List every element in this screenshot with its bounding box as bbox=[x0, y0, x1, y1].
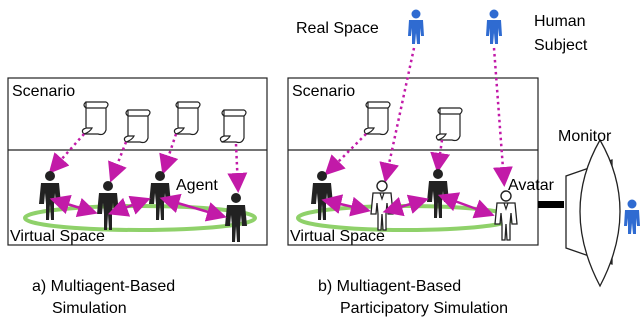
left-agent-3 bbox=[149, 171, 171, 220]
monitor-cable bbox=[538, 201, 564, 208]
right-avatar-2 bbox=[494, 190, 518, 241]
real-space-human-icon-2 bbox=[486, 9, 502, 44]
avatar-label: Avatar bbox=[508, 177, 555, 194]
left-panel-frame bbox=[7, 77, 268, 246]
human-subject-label-line1: Human bbox=[534, 13, 586, 30]
right-caption-line2: Participatory Simulation bbox=[340, 300, 508, 317]
left-scenario-arrows bbox=[48, 133, 248, 193]
right-dotted-arrows bbox=[324, 47, 513, 187]
left-caption-line1: a) Multiagent-Based bbox=[32, 278, 175, 295]
left-scenario-label: Scenario bbox=[12, 83, 75, 100]
left-scroll-icon-4 bbox=[219, 109, 247, 144]
left-caption-line2: Simulation bbox=[52, 300, 127, 317]
right-avatar-1 bbox=[370, 180, 394, 231]
left-panel: Scenario Agent Virtual Space a) Multiage… bbox=[7, 77, 268, 317]
left-virtual-space-ring bbox=[23, 204, 257, 232]
right-agent-2 bbox=[427, 169, 449, 218]
monitor-icon bbox=[565, 138, 621, 288]
real-space-label: Real Space bbox=[296, 20, 379, 37]
right-panel-frame bbox=[287, 77, 539, 246]
right-interaction-arrows bbox=[321, 192, 495, 219]
right-scroll-icon-1 bbox=[363, 101, 391, 136]
right-caption-line1: b) Multiagent-Based bbox=[318, 278, 461, 295]
monitor-label: Monitor bbox=[558, 128, 612, 145]
right-scenario-label: Scenario bbox=[292, 83, 355, 100]
left-scroll-icon-2 bbox=[123, 109, 151, 144]
right-scroll-icon-2 bbox=[435, 107, 463, 142]
right-virtual-space-label: Virtual Space bbox=[290, 228, 385, 245]
left-interaction-arrows bbox=[49, 193, 227, 222]
left-scroll-icon-1 bbox=[81, 101, 109, 136]
left-agent-label: Agent bbox=[176, 177, 218, 194]
left-agent-4 bbox=[225, 193, 247, 242]
left-virtual-space-label: Virtual Space bbox=[10, 228, 105, 245]
left-agent-2 bbox=[97, 181, 119, 230]
real-space-human-icon-1 bbox=[408, 9, 424, 44]
human-subject-label-line2: Subject bbox=[534, 37, 588, 54]
right-panel: Scenario Real Space Human Subject Avatar… bbox=[287, 9, 640, 317]
monitor-viewer-human-icon bbox=[624, 199, 640, 234]
left-scroll-icon-3 bbox=[173, 101, 201, 136]
